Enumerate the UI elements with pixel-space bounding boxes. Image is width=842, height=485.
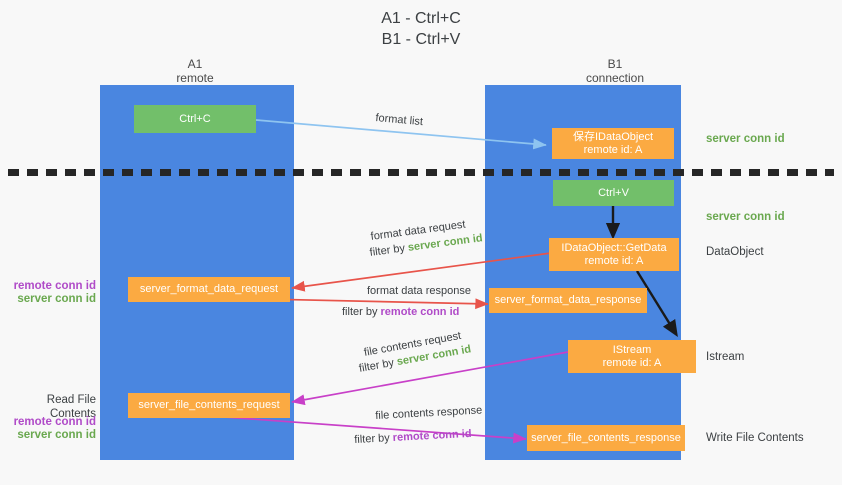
- edge-label-format-data-response-filter-key: remote conn id: [380, 306, 460, 318]
- edge-label-format-list: format list: [375, 112, 424, 128]
- edge-label-file-contents-response-filter-pre: filter by: [354, 431, 394, 446]
- box-ctrl-v[interactable]: Ctrl+V: [553, 180, 674, 206]
- column-header-b1-sub: connection: [585, 71, 645, 85]
- edge-label-format-data-response-filter-pre: filter by: [342, 306, 381, 318]
- box-server-file-contents-request[interactable]: server_file_contents_request: [128, 393, 290, 418]
- right-label-server-conn-id-2: server conn id: [706, 211, 785, 223]
- edge-label-format-data-response: format data response: [367, 285, 471, 297]
- box-server-format-data-request-label: server_format_data_request: [139, 283, 279, 295]
- column-header-a1-sub: remote: [176, 71, 214, 85]
- edge-label-file-contents-response-filter-key: remote conn id: [392, 427, 472, 444]
- right-label-write-file-contents: Write File Contents: [706, 432, 804, 444]
- column-header-b1-text: B1: [607, 57, 623, 71]
- edge-label-format-data-request-filter-pre: filter by: [369, 241, 409, 259]
- phase-divider: [8, 169, 834, 176]
- box-idataobject-getdata-line2: remote id: A: [584, 254, 644, 267]
- right-label-istream: Istream: [706, 351, 745, 363]
- left-label-remote-conn-id-1: remote conn id: [13, 280, 96, 292]
- right-label-dataobject: DataObject: [706, 246, 764, 258]
- box-save-idataobject[interactable]: 保存IDataObject remote id: A: [552, 128, 674, 159]
- box-server-format-data-response-label: server_format_data_response: [494, 294, 642, 306]
- box-server-file-contents-response[interactable]: server_file_contents_response: [527, 425, 685, 451]
- box-istream[interactable]: IStream remote id: A: [568, 340, 696, 373]
- box-istream-line1: IStream: [612, 343, 652, 356]
- left-label-server-conn-id-1: server conn id: [17, 293, 96, 305]
- right-label-server-conn-id-1: server conn id: [706, 133, 785, 145]
- edge-label-file-contents-request-filter-pre: filter by: [358, 356, 399, 375]
- edge-label-file-contents-response: file contents response: [375, 404, 482, 422]
- edge-label-file-contents-response-filter: filter by remote conn id: [354, 428, 472, 446]
- box-server-format-data-request[interactable]: server_format_data_request: [128, 277, 290, 302]
- box-ctrl-c-label: Ctrl+C: [179, 112, 211, 125]
- diagram-title: A1 - Ctrl+C B1 - Ctrl+V: [381, 10, 461, 48]
- box-save-idataobject-line2: remote id: A: [583, 143, 643, 156]
- left-label-server-conn-id-2: server conn id: [17, 429, 96, 441]
- edge-label-format-list-text: format list: [374, 112, 424, 129]
- edge-label-format-data-response-filter: filter by remote conn id: [342, 306, 459, 318]
- box-server-file-contents-request-label: server_file_contents_request: [138, 399, 280, 411]
- box-idataobject-getdata[interactable]: IDataObject::GetData remote id: A: [549, 238, 679, 271]
- edge-label-file-contents-response-text: file contents response: [375, 404, 483, 422]
- box-istream-line2: remote id: A: [602, 356, 662, 369]
- box-idataobject-getdata-line1: IDataObject::GetData: [561, 241, 667, 254]
- box-ctrl-c[interactable]: Ctrl+C: [134, 105, 256, 133]
- box-server-format-data-response[interactable]: server_format_data_response: [489, 288, 647, 313]
- box-server-file-contents-response-label: server_file_contents_response: [531, 431, 681, 444]
- left-label-remote-conn-id-2: remote conn id: [13, 416, 96, 428]
- box-save-idataobject-line1: 保存IDataObject: [572, 130, 654, 143]
- edge-label-format-data-response-text: format data response: [367, 285, 471, 297]
- column-header-a1-text: A1: [187, 57, 203, 71]
- box-ctrl-v-label: Ctrl+V: [598, 186, 629, 199]
- left-label-read-file-contents: Read File Contents: [46, 394, 96, 420]
